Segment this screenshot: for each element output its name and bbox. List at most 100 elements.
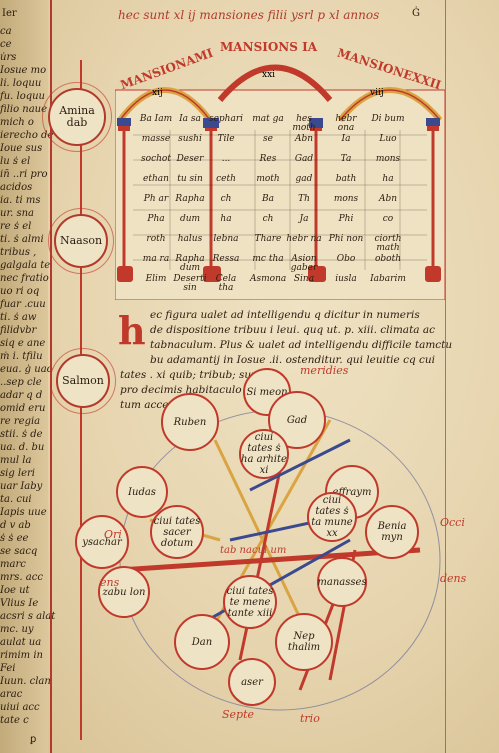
margin-line: Vlius Ie — [0, 598, 39, 609]
tribe-medallion: Benia myn — [365, 505, 419, 559]
margin-line: li̇. loquu — [0, 78, 42, 89]
margin-line: tate c — [0, 715, 29, 726]
table-cell: mat ga — [252, 114, 284, 124]
margin-line: ur. sna — [0, 208, 35, 219]
margin-line: filio naue — [0, 104, 48, 115]
tribe-medallion: Dan — [174, 614, 230, 670]
table-cell: bath — [335, 174, 357, 184]
margin-line: ierecho de — [0, 130, 54, 141]
table-cell: ha — [382, 174, 394, 184]
margin-line: acsri s alat — [0, 611, 56, 622]
table-cell: iusla — [335, 274, 357, 284]
table-cell: Asion gaber — [290, 254, 318, 273]
margin-line: uar Iaby — [0, 481, 43, 492]
table-cell: Phi — [338, 214, 354, 224]
margin-line: stii. ṡ de — [0, 429, 43, 440]
table-cell: gad — [295, 174, 313, 184]
body-line: bu adamantij in Iosue .ii. ostenditur. q… — [150, 354, 436, 366]
margin-line: u̇rs — [0, 52, 17, 63]
tribe-medallion: ysachar — [75, 515, 129, 569]
table-cell: Ia sa — [179, 114, 201, 124]
margin-line: ṁ i. tfilu — [0, 351, 43, 362]
tribe-medallion: Iudas — [116, 466, 168, 518]
body-line: tates . xi quib; tribub; sunt — [120, 369, 263, 381]
table-cell: ciorth math — [374, 234, 402, 253]
margin-line: ce — [0, 39, 12, 50]
margin-line: Iapis uue — [0, 507, 47, 518]
illuminated-initial: h — [118, 308, 146, 353]
right-rule — [445, 0, 446, 753]
margin-line: omid eru — [0, 403, 46, 414]
table-cell: ha — [220, 214, 232, 224]
body-line: pro decimis habitaculo — [120, 384, 242, 396]
meridies-label: meridies — [300, 364, 349, 377]
margin-line: aulat ua — [0, 637, 42, 648]
margin-line: ta. cui — [0, 494, 32, 505]
table-cell: hes moth — [292, 114, 316, 133]
margin-line: fuar .cuu — [0, 299, 46, 310]
margin-line: rimim in — [0, 650, 43, 661]
body-line: de dispositione tribuu i leui. quq ut. p… — [150, 324, 436, 336]
margin-line: ia. ti ms — [0, 195, 41, 206]
tribe-medallion: ciui tates ṡ ha arhite xi — [239, 429, 289, 479]
margin-line: ua. d. bu — [0, 442, 45, 453]
margin-line: mc. uy — [0, 624, 34, 635]
margin-line: Iuun. clan — [0, 676, 51, 687]
margin-line: re ṡ el — [0, 221, 32, 232]
table-cell: Ja — [299, 214, 309, 224]
margin-line: Ioue sus — [0, 143, 43, 154]
table-cell: oboth — [374, 254, 401, 264]
tabernacle-label: tab nacul um — [220, 545, 287, 556]
arch-number-right: viij — [370, 88, 384, 98]
table-cell: hebr na — [286, 234, 322, 244]
table-cell: ... — [221, 154, 231, 164]
table-cell: Rapha — [175, 194, 205, 204]
direction-ori: Ori — [104, 528, 122, 541]
tribe-medallion: manasses — [317, 557, 367, 607]
margin-line: acidos — [0, 182, 33, 193]
table-cell: sochot — [141, 154, 171, 164]
margin-line: sig leri — [0, 468, 36, 479]
margin-line: siq e ane — [0, 338, 46, 349]
margin-line: galgala te — [0, 260, 51, 271]
margin-line: marc — [0, 559, 26, 570]
stray-mark: ꝑ — [30, 734, 37, 745]
table-cell: Thare — [254, 234, 282, 244]
table-cell: Ba — [262, 194, 274, 204]
tribe-medallion: ciui tates ṡ ta mune xx — [307, 492, 357, 542]
table-cell: ch — [262, 214, 274, 224]
margin-line: nec fratio — [0, 273, 49, 284]
medallion-label: Amina dab — [59, 104, 95, 129]
arch-number-left: xij — [152, 88, 163, 98]
table-cell: Di bum — [371, 114, 405, 124]
tribe-medallion: Nep thalim — [275, 613, 333, 671]
table-cell: Deser — [176, 154, 204, 164]
tribe-medallion: Ruben — [161, 393, 219, 451]
tribe-medallion: aser — [228, 658, 276, 706]
table-cell: Obo — [336, 254, 356, 264]
body-line: tabnaculum. Plus & ualet ad intelligendu… — [150, 339, 453, 351]
table-cell: co — [382, 214, 394, 224]
table-cell: Phi non — [328, 234, 364, 244]
margin-line: uiui acc — [0, 702, 40, 713]
direction-ens: ens — [100, 576, 120, 589]
direction-occi: Occi — [440, 516, 465, 529]
tribe-medallion: ciui tates sacer dotum — [150, 505, 204, 559]
medallion-label: Salmon — [62, 374, 104, 387]
medallion-aminadab: Amina dab — [42, 82, 112, 152]
direction-septe: Septe — [222, 708, 255, 721]
table-cell: mc tha — [252, 254, 284, 264]
margin-line: mul la — [0, 455, 32, 466]
arch-number-center: xxi — [262, 70, 276, 80]
table-cell: masse — [141, 134, 171, 144]
table-cell: Ressa — [212, 254, 240, 264]
margin-line: se sacq — [0, 546, 38, 557]
stray-mark: Ġ — [412, 8, 420, 19]
direction-trio: trio — [300, 712, 320, 725]
margin-line: uo ri oq — [0, 286, 40, 297]
margin-line: fu. loquu — [0, 91, 45, 102]
direction-dens: dens — [440, 572, 467, 585]
tribe-medallion: zabu lon — [98, 566, 150, 618]
margin-line: arac — [0, 689, 23, 700]
